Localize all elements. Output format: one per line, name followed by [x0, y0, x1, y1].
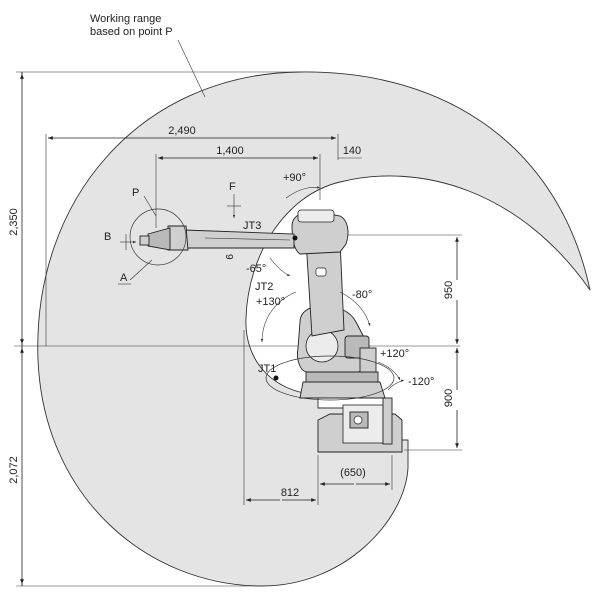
angle-plus120-label: +120°: [380, 348, 409, 360]
jt2-label: JT2: [255, 281, 273, 293]
jt3-marker: [292, 235, 298, 241]
angle-plus90-label: +90°: [283, 172, 306, 184]
robot-arm-port: [315, 267, 327, 277]
angle-minus120-label: -120°: [408, 376, 434, 388]
jt3-minus-arrow: [269, 257, 291, 277]
robot-flange-face: [139, 235, 150, 246]
dim-2072-label: 2,072: [8, 456, 20, 484]
jt1-label: JT1: [258, 363, 276, 375]
jt2-minus-arrow: [339, 291, 371, 327]
a-leader-line: [129, 259, 153, 281]
view-f-label: F: [229, 181, 236, 193]
dim-1400-label: 1,400: [216, 145, 244, 157]
angle-minus65-label: -65°: [246, 263, 266, 275]
view-b-label: B: [104, 231, 111, 243]
wrist-detail-circle: [129, 208, 187, 266]
view-a-label: A: [120, 272, 128, 284]
robot-turntable: [299, 381, 386, 399]
dim-900-label: 900: [443, 389, 455, 407]
dim-2490-label: 2,490: [168, 125, 196, 137]
jt1-plus-arrow: [377, 361, 401, 381]
jt3-plus-arrow: [285, 186, 321, 199]
dim-812-label: 812: [281, 487, 299, 499]
jt1-minus-arrow: [387, 379, 405, 391]
robot-connector-hole: [353, 415, 363, 425]
jt3-label: JT3: [243, 220, 261, 232]
angle-plus130-label: +130°: [256, 296, 285, 308]
jt1-marker: [273, 375, 279, 381]
view-p-label: P: [132, 187, 139, 199]
title-line-2: based on point P: [90, 26, 173, 38]
robot-body: [139, 209, 403, 453]
dim-950-label: 950: [443, 281, 455, 299]
small-mark-label: 9: [223, 254, 234, 260]
robot-base-side: [382, 397, 393, 445]
robot-jt3-motor: [297, 209, 335, 223]
angle-minus80-label: -80°: [352, 289, 372, 301]
title-line-1: Working range: [90, 13, 161, 25]
jt2-plus-arrow: [260, 291, 297, 343]
title-leader-line: [177, 39, 206, 98]
dim-650-label: (650): [340, 467, 366, 479]
dim-2350-label: 2,350: [8, 208, 20, 236]
dim-140-label: 140: [343, 145, 361, 157]
robot-lower-arm: [305, 239, 345, 337]
robot-turntable-ring: [305, 371, 379, 383]
robot-forearm-line: [204, 237, 291, 241]
p-leader-line: [143, 195, 157, 217]
jt1-rotation-ellipse: [265, 355, 395, 401]
